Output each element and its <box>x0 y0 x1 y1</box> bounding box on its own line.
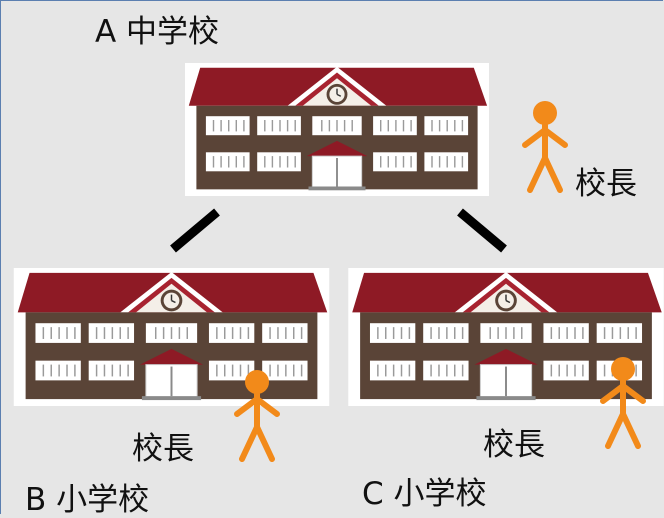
school-a-label: A 中学校 <box>95 14 220 50</box>
school-b-building <box>12 268 331 406</box>
school-a-building <box>184 63 490 196</box>
school-b-label: B 小学校 <box>25 482 150 518</box>
school-b-principal-icon <box>232 368 282 465</box>
school-a-principal-icon <box>520 100 570 195</box>
school-c-label: C 小学校 <box>362 476 487 512</box>
school-b-principal-label: 校長 <box>132 431 194 467</box>
school-a-principal-label: 校長 <box>575 166 637 202</box>
connector-right <box>457 208 507 253</box>
school-c-principal-icon <box>598 355 648 452</box>
connector-left <box>170 208 220 253</box>
school-c-principal-label: 校長 <box>483 427 545 463</box>
